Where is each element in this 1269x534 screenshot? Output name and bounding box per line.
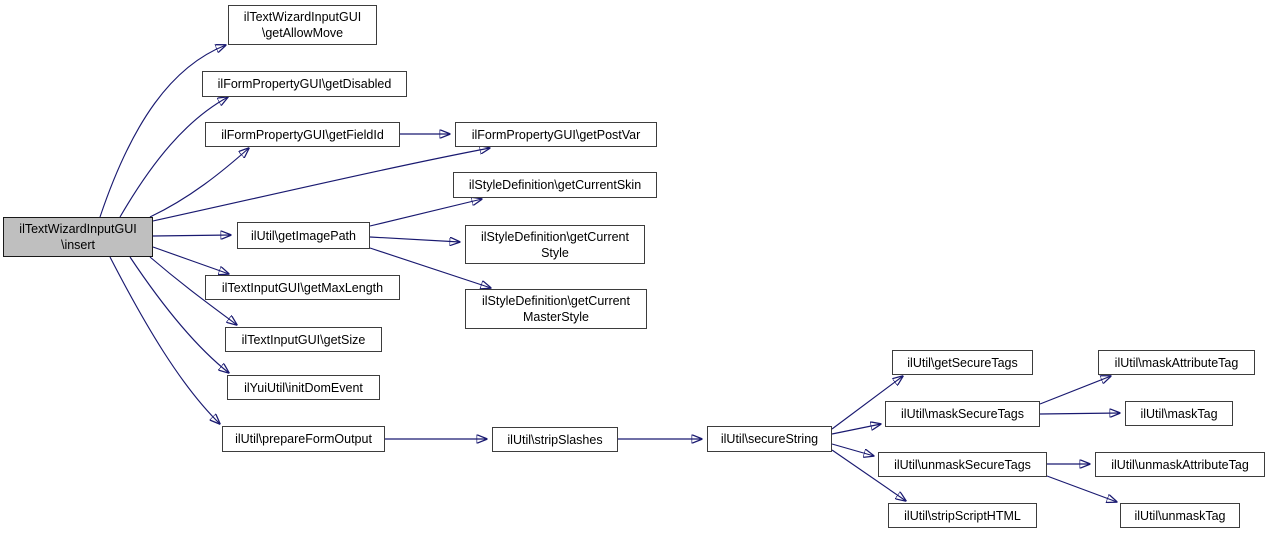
node-ilutil-stripslashes[interactable]: ilUtil\stripSlashes [492, 427, 618, 452]
node-iltextwizardinputgui-insert[interactable]: ilTextWizardInputGUI \insert [3, 217, 153, 257]
node-ilutil-unmasktag[interactable]: ilUtil\unmaskTag [1120, 503, 1240, 528]
node-ilstyledefinition-getcurrentstyle[interactable]: ilStyleDefinition\getCurrent Style [465, 225, 645, 264]
edge-getimagepath-to-getcurrentmasterstyle [369, 247, 491, 288]
edge-securestring-to-stripscripthtml [831, 449, 906, 501]
edge-getimagepath-to-getcurrentskin [369, 199, 482, 227]
edge-masksecuretags-to-maskattributetag [1039, 376, 1111, 405]
edge-getimagepath-to-getcurrentstyle [369, 236, 460, 242]
edge-insert-to-getsize [149, 256, 237, 325]
node-ilstyledefinition-getcurrentskin[interactable]: ilStyleDefinition\getCurrentSkin [453, 172, 657, 198]
node-ilutil-maskattributetag[interactable]: ilUtil\maskAttributeTag [1098, 350, 1255, 375]
node-ilstyledefinition-getcurrentmasterstyle[interactable]: ilStyleDefinition\getCurrent MasterStyle [465, 289, 647, 329]
edge-masksecuretags-to-masktag [1039, 413, 1120, 414]
node-ilutil-getimagepath[interactable]: ilUtil\getImagePath [237, 222, 370, 249]
node-iltextwizardinputgui-getallowmove[interactable]: ilTextWizardInputGUI \getAllowMove [228, 5, 377, 45]
node-ilformpropertygui-getdisabled[interactable]: ilFormPropertyGUI\getDisabled [202, 71, 407, 97]
edge-securestring-to-masksecuretags [831, 424, 881, 435]
edge-unmasksecuretags-to-unmasktag [1046, 475, 1117, 502]
node-ilutil-stripscripthtml[interactable]: ilUtil\stripScriptHTML [888, 503, 1037, 528]
edge-insert-to-initdomevent [129, 256, 229, 373]
node-ilutil-unmasksecuretags[interactable]: ilUtil\unmaskSecureTags [878, 452, 1047, 477]
node-ilutil-masktag[interactable]: ilUtil\maskTag [1125, 401, 1233, 426]
node-ilformpropertygui-getfieldid[interactable]: ilFormPropertyGUI\getFieldId [205, 122, 400, 147]
node-ilutil-unmaskattributetag[interactable]: ilUtil\unmaskAttributeTag [1095, 452, 1265, 477]
edge-securestring-to-unmasksecuretags [831, 443, 874, 456]
edge-insert-to-prepareformoutput [109, 256, 220, 424]
node-ilutil-getsecuretags[interactable]: ilUtil\getSecureTags [892, 350, 1033, 375]
node-ilformpropertygui-getpostvar[interactable]: ilFormPropertyGUI\getPostVar [455, 122, 657, 147]
edge-insert-to-getdisabled [119, 97, 228, 218]
edge-insert-to-getimagepath [152, 235, 231, 236]
edge-securestring-to-getsecuretags [831, 376, 903, 430]
node-ilyuiutil-initdomevent[interactable]: ilYuiUtil\initDomEvent [227, 375, 380, 400]
edge-insert-to-getmaxlength [152, 246, 229, 274]
edge-insert-to-getpostvar [152, 148, 490, 222]
edge-insert-to-getfieldid [149, 148, 249, 218]
node-iltextinputgui-getmaxlength[interactable]: ilTextInputGUI\getMaxLength [205, 275, 400, 300]
node-ilutil-masksecuretags[interactable]: ilUtil\maskSecureTags [885, 401, 1040, 427]
node-ilutil-securestring[interactable]: ilUtil\secureString [707, 426, 832, 452]
edge-insert-to-getallowmove [99, 45, 226, 218]
node-ilutil-prepareformoutput[interactable]: ilUtil\prepareFormOutput [222, 426, 385, 452]
node-iltextinputgui-getsize[interactable]: ilTextInputGUI\getSize [225, 327, 382, 352]
